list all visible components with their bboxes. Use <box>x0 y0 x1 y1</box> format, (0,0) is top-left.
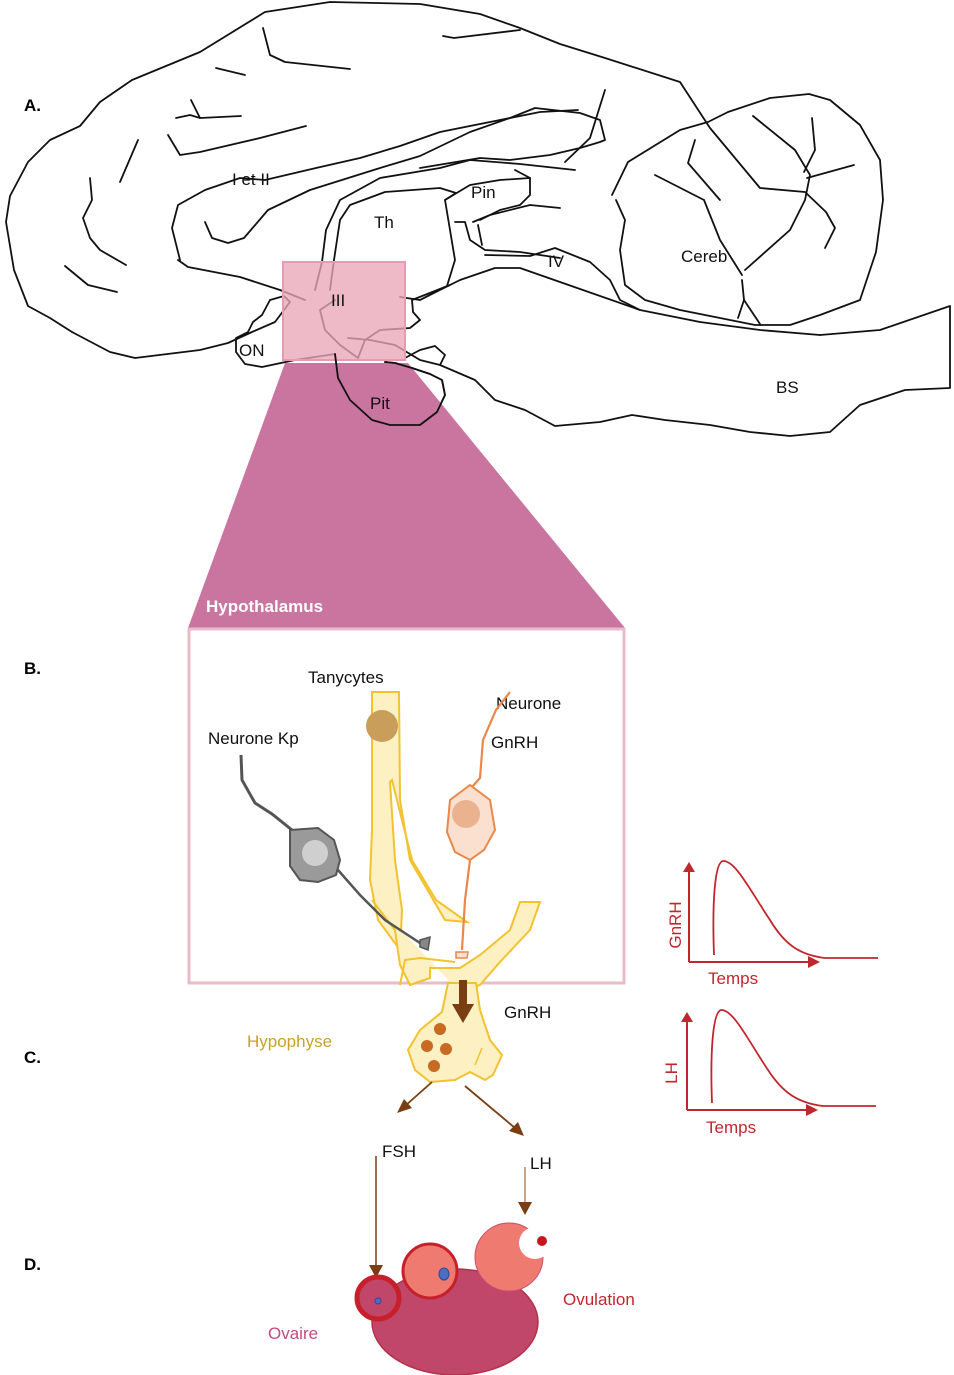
graph-lh-xlabel: Temps <box>706 1118 756 1137</box>
graph-lh-ylabel: LH <box>662 1062 681 1084</box>
released-oocyte <box>537 1236 547 1246</box>
x-axis-arrow-icon <box>806 1104 818 1116</box>
label-thalamus: Th <box>374 213 394 232</box>
label-pituitary: Pit <box>370 394 390 413</box>
label-third-ventricle: III <box>331 291 345 310</box>
granule <box>428 1060 440 1072</box>
follicle-rupture <box>519 1227 551 1259</box>
label-fsh: FSH <box>382 1142 416 1161</box>
graph-lh: LH Temps <box>662 1009 876 1137</box>
pituitary-outline <box>334 353 446 426</box>
label-tanycytes: Tanycytes <box>308 668 384 687</box>
growing-follicle <box>401 1242 459 1300</box>
granule <box>440 1043 452 1055</box>
panel-label-b: B. <box>24 659 41 678</box>
label-corpus: I et II <box>232 170 270 189</box>
label-neurone-gnrh-2: GnRH <box>491 733 538 752</box>
y-axis-arrow-icon <box>683 862 695 872</box>
label-ovulation: Ovulation <box>563 1290 635 1309</box>
label-optic-nerve: ON <box>239 341 265 360</box>
fsh-arrow-down <box>369 1156 383 1278</box>
zoom-projection-band <box>188 363 625 628</box>
kp-neurone-nucleus <box>302 840 328 866</box>
label-fourth-ventricle: IV <box>548 252 565 271</box>
graph-gnrh: GnRH Temps <box>666 860 878 988</box>
lh-arrow-down <box>518 1167 532 1215</box>
tanycyte-cell <box>366 691 542 993</box>
oocyte <box>374 1297 382 1305</box>
panel-label-d: D. <box>24 1255 41 1274</box>
label-pineal: Pin <box>471 183 496 202</box>
tanycyte-nucleus <box>366 710 398 742</box>
fsh-arrow-out <box>397 1081 433 1113</box>
lh-arrow-out <box>464 1085 524 1136</box>
graph-gnrh-ylabel: GnRH <box>666 901 685 948</box>
gnrh-curve <box>712 860 878 959</box>
gnrh-release-arrow <box>452 980 474 1023</box>
panel-label-a: A. <box>24 96 41 115</box>
ovary <box>354 1222 551 1375</box>
x-axis-arrow-icon <box>808 956 820 968</box>
label-brainstem: BS <box>776 378 799 397</box>
label-gnrh: GnRH <box>504 1003 551 1022</box>
panel-label-c: C. <box>24 1048 41 1067</box>
hypothalamus-box <box>187 627 626 985</box>
label-cerebellum: Cereb <box>681 247 727 266</box>
brain-sagittal-outline <box>5 1 951 437</box>
label-lh: LH <box>530 1154 552 1173</box>
granule <box>421 1040 433 1052</box>
graph-gnrh-xlabel: Temps <box>708 969 758 988</box>
hypothalamus-title: Hypothalamus <box>206 597 323 616</box>
granule <box>434 1023 446 1035</box>
kp-neurone <box>239 754 431 952</box>
hypothalamus-zoom-box <box>282 261 406 361</box>
label-neurone-gnrh-1: Neurone <box>496 694 561 713</box>
hypophyse-gland <box>406 982 504 1084</box>
oocyte <box>438 1267 450 1281</box>
gnrh-neurone-nucleus <box>452 800 480 828</box>
lh-curve <box>710 1009 876 1107</box>
label-neurone-kp: Neurone Kp <box>208 729 299 748</box>
label-hypophyse: Hypophyse <box>247 1032 332 1051</box>
label-ovaire: Ovaire <box>268 1324 318 1343</box>
gnrh-neurone <box>445 691 511 959</box>
y-axis-arrow-icon <box>681 1012 693 1022</box>
